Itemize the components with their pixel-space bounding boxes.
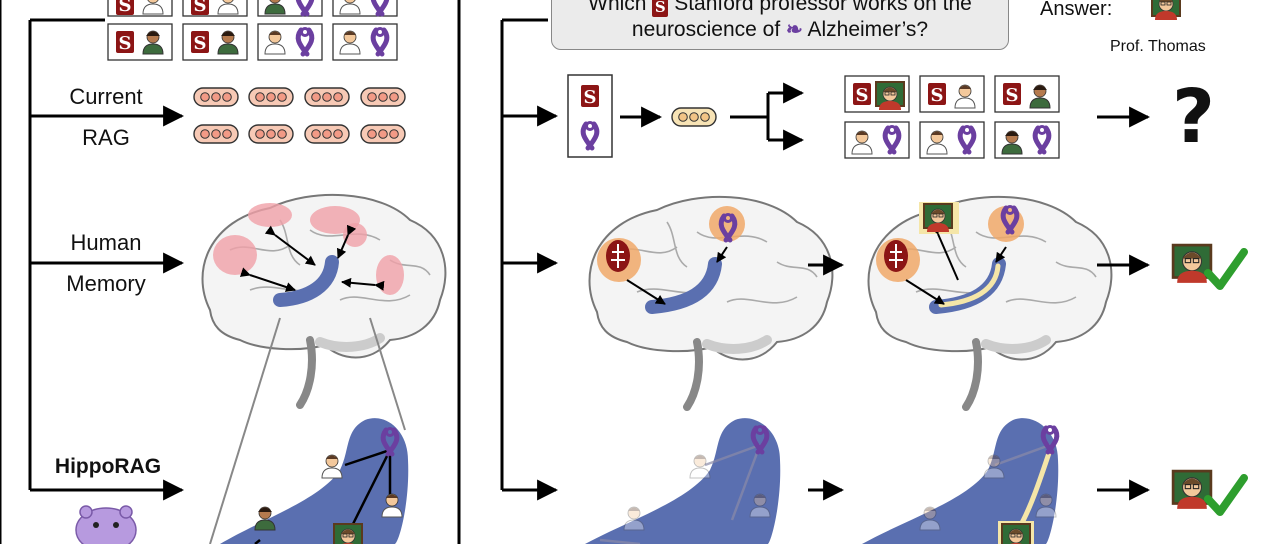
memory-brain-1	[590, 197, 833, 407]
hipporag-result-correct	[1171, 469, 1244, 512]
query-line-1: Which S Stanford professor works on the	[588, 0, 972, 17]
query-embedding	[671, 107, 717, 127]
human-memory-label-line2: Memory	[66, 271, 146, 296]
current-rag-label-line2: RAG	[82, 125, 130, 150]
answer-label: Answer:	[1040, 0, 1113, 20]
hippo-icon	[75, 505, 137, 544]
hipporag-label: HippoRAG	[54, 455, 162, 478]
embedding-chips	[193, 87, 406, 144]
retrieved-documents	[844, 75, 1060, 159]
human-memory-label-line1: Human	[70, 230, 142, 255]
rag-result-unknown: ?	[1172, 74, 1215, 160]
hipporag-graph-1	[585, 418, 781, 544]
hipporag-hippocampus-graph	[220, 418, 409, 544]
query-entities-box	[567, 74, 613, 158]
answer-name: Prof. Thomas	[1110, 38, 1206, 55]
alzheimer-ribbon-icon: ❧	[786, 19, 803, 41]
stanford-icon: S	[652, 0, 669, 17]
current-rag-label-line1: Current	[69, 84, 143, 109]
memory-result-correct	[1171, 243, 1244, 286]
query-line-2: neuroscience of ❧ Alzheimer’s?	[631, 18, 929, 41]
query-box: Which S Stanford professor works on the …	[551, 0, 1009, 50]
document-grid	[107, 0, 398, 61]
human-memory-brain	[203, 195, 446, 405]
answer-avatar	[1151, 0, 1181, 21]
memory-brain-2	[869, 197, 1112, 407]
hipporag-graph-2	[862, 418, 1058, 544]
